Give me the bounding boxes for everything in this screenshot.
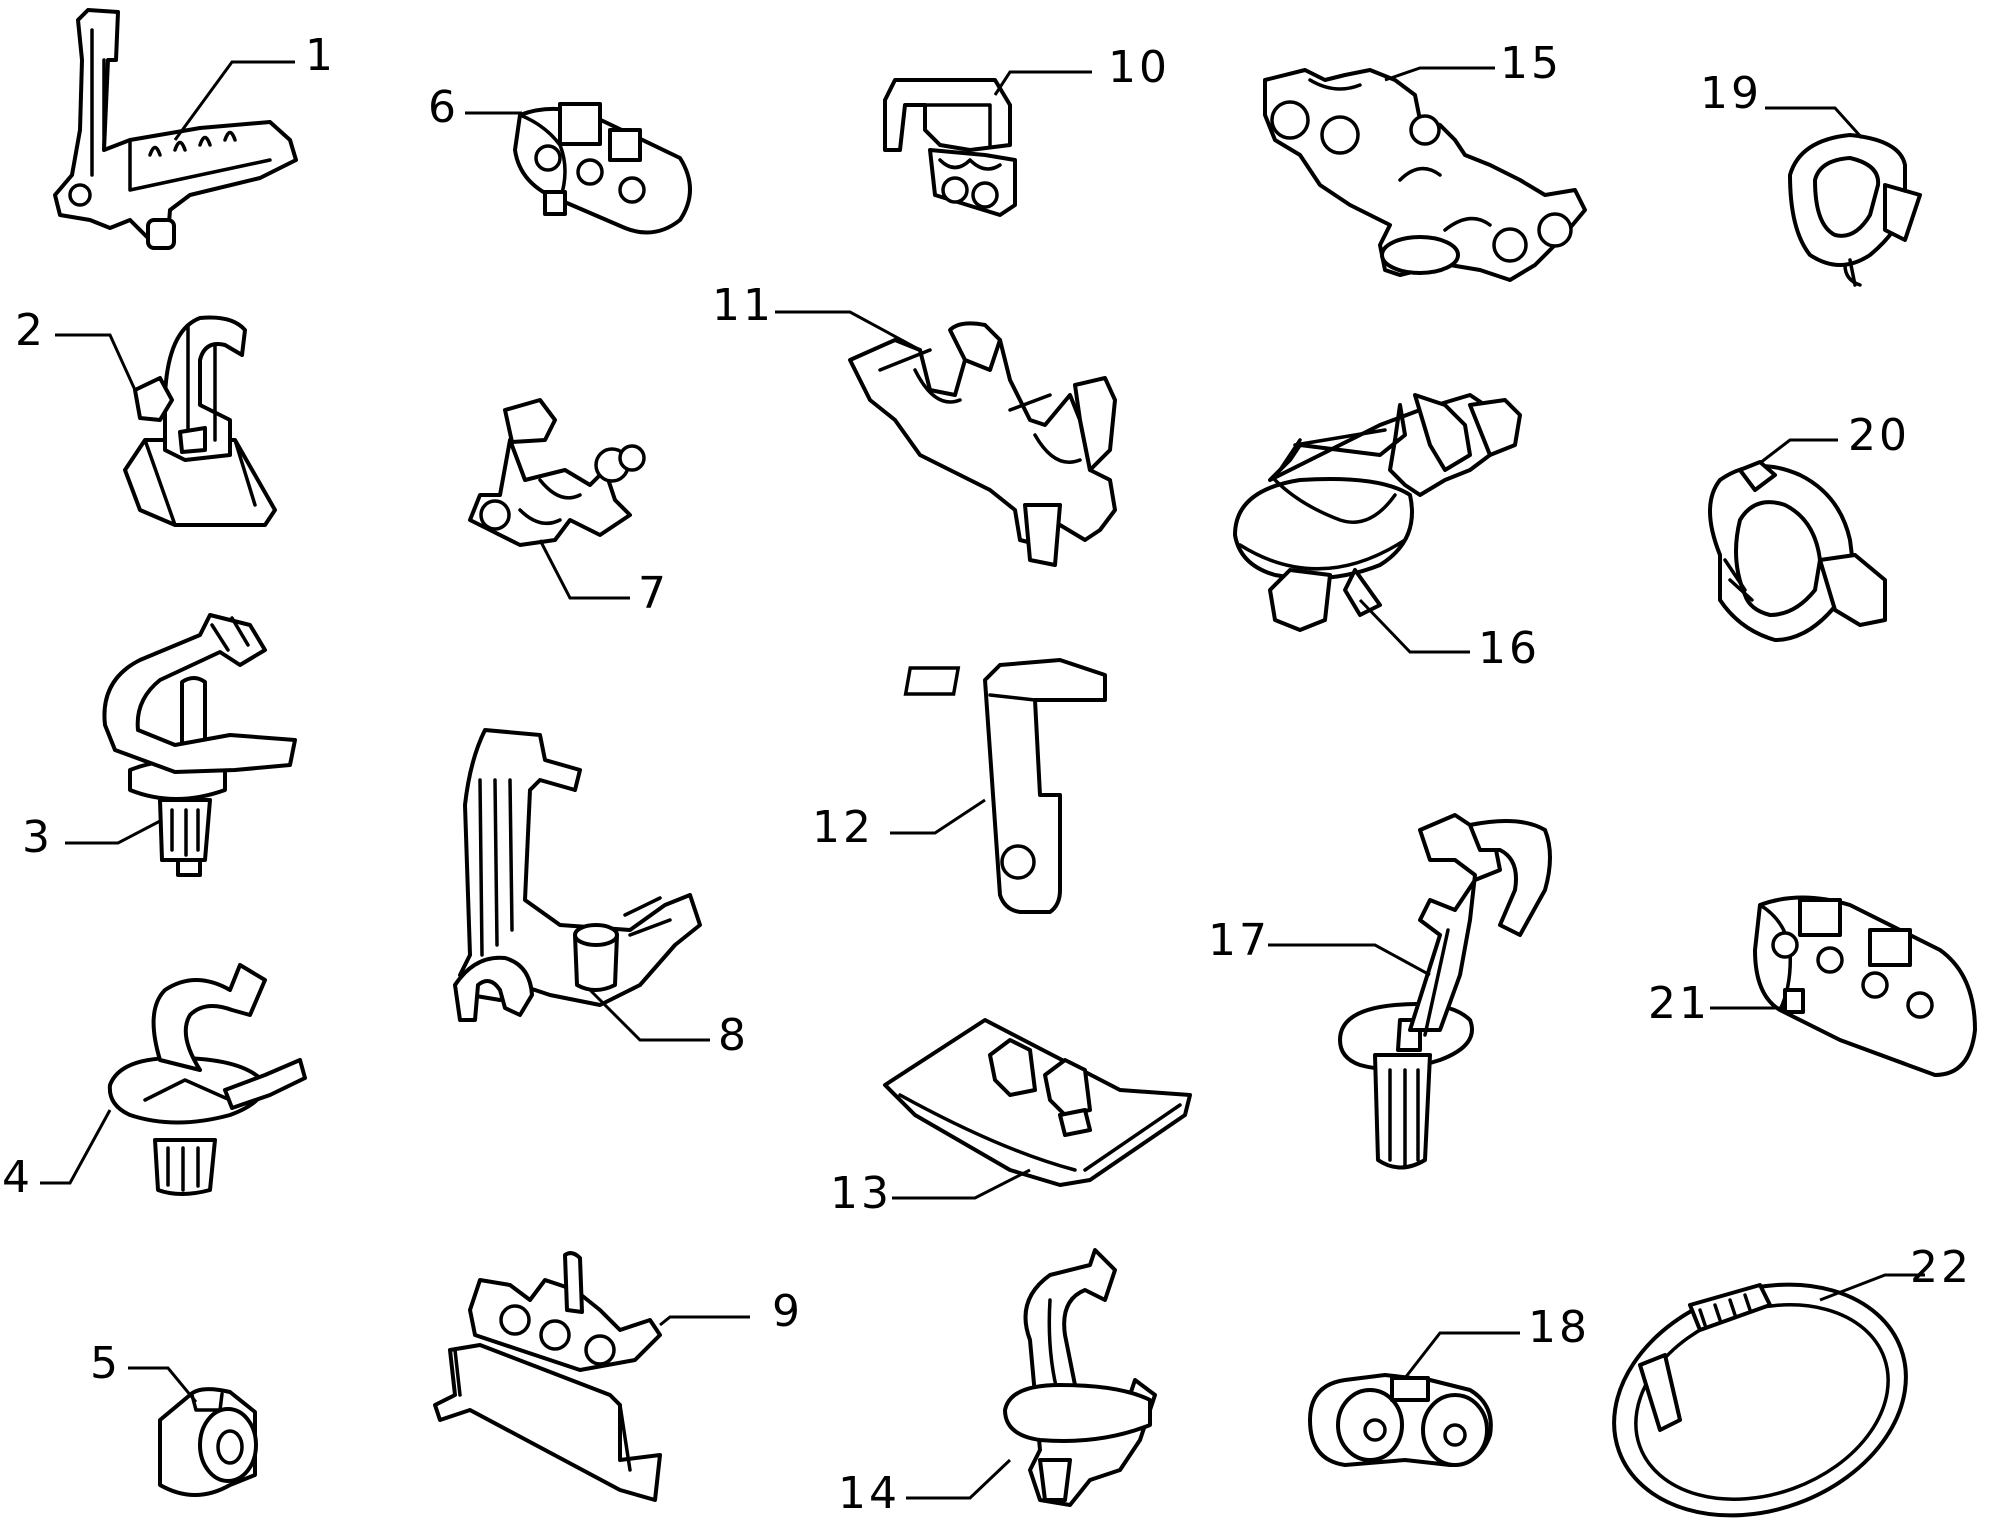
- callout-labels: 1 2 3 4 5 6 7 8 9 10 11 12 13 14 15 16 1…: [2, 30, 1972, 1519]
- leader-5: [128, 1366, 198, 1403]
- leader-22: [1819, 1273, 1925, 1302]
- callout-7: 7: [638, 568, 669, 619]
- leader-1: [173, 60, 295, 141]
- part-5: [158, 1387, 258, 1497]
- callout-13: 13: [830, 1168, 892, 1219]
- part-9: [433, 1251, 662, 1502]
- part-8: [453, 728, 702, 1022]
- leader-20: [1759, 438, 1838, 465]
- callout-16: 16: [1478, 623, 1540, 674]
- leader-8: [588, 988, 710, 1042]
- leader-9: [659, 1315, 750, 1327]
- leader-4: [40, 1109, 112, 1185]
- callout-17: 17: [1208, 915, 1270, 966]
- callout-15: 15: [1500, 38, 1562, 89]
- callout-12: 12: [812, 802, 874, 853]
- leader-13: [892, 1168, 1031, 1200]
- leader-12: [890, 798, 986, 835]
- leader-18: [1403, 1331, 1520, 1379]
- leader-11: [775, 310, 921, 352]
- callout-4: 4: [2, 1152, 33, 1203]
- callout-1: 1: [305, 30, 336, 81]
- part-1: [53, 8, 298, 250]
- part-13: [883, 1018, 1192, 1187]
- part-10: [883, 78, 1017, 217]
- leader-2: [55, 333, 137, 391]
- part-7: [468, 398, 646, 547]
- part-18: [1308, 1373, 1493, 1467]
- callout-14: 14: [838, 1468, 900, 1519]
- leader-16: [1358, 598, 1470, 654]
- part-14: [1003, 1248, 1157, 1507]
- callout-19: 19: [1700, 68, 1762, 119]
- part-11: [848, 321, 1117, 567]
- leader-3: [65, 818, 163, 845]
- callout-2: 2: [15, 305, 46, 356]
- callout-10: 10: [1108, 42, 1170, 93]
- part-21: [1753, 895, 1977, 1077]
- part-6: [513, 102, 692, 235]
- part-22: [1612, 1282, 1908, 1518]
- leader-15: [1384, 66, 1495, 82]
- leader-17: [1268, 943, 1431, 977]
- part-2: [123, 315, 277, 527]
- leader-7: [538, 539, 630, 600]
- part-20: [1708, 460, 1887, 642]
- part-16: [1233, 393, 1522, 632]
- callout-6: 6: [428, 82, 459, 133]
- callout-9: 9: [772, 1286, 803, 1337]
- part-4: [107, 963, 307, 1196]
- leader-10: [993, 70, 1092, 96]
- callout-8: 8: [718, 1010, 749, 1061]
- leader-14: [906, 1458, 1012, 1500]
- callout-18: 18: [1528, 1302, 1590, 1353]
- part-12: [903, 658, 1107, 914]
- callout-11: 11: [712, 280, 774, 331]
- part-3: [102, 613, 297, 877]
- callout-3: 3: [22, 812, 53, 863]
- part-15: [1263, 68, 1587, 282]
- callout-20: 20: [1848, 410, 1910, 461]
- leader-lines: [40, 60, 1925, 1500]
- callout-5: 5: [90, 1338, 121, 1389]
- part-17: [1338, 813, 1552, 1170]
- callout-22: 22: [1910, 1242, 1972, 1293]
- leader-19: [1765, 106, 1864, 140]
- callout-21: 21: [1648, 978, 1710, 1029]
- part-19: [1788, 133, 1922, 287]
